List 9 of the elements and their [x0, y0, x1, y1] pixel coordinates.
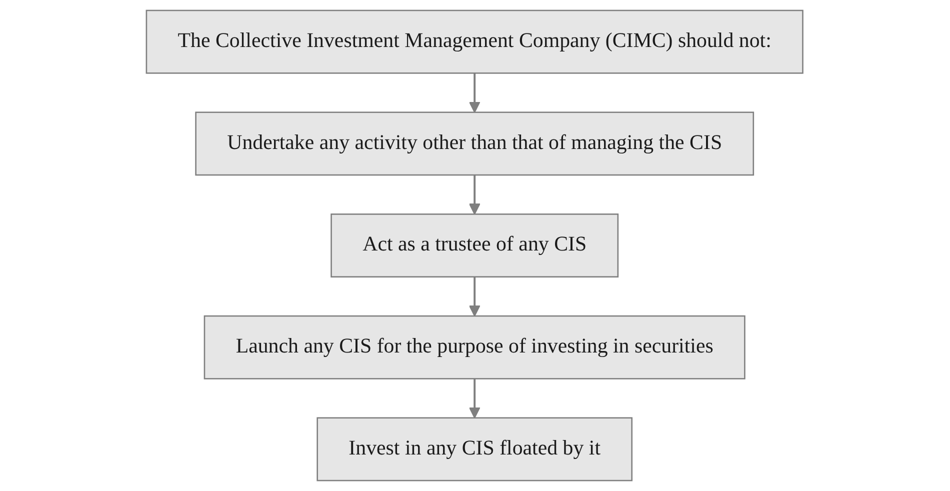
node-box: Act as a trustee of any CIS [331, 214, 619, 278]
node-box: Invest in any CIS floated by it [317, 417, 633, 482]
node-box: Undertake any activity other than that of managing the CIS [196, 112, 754, 176]
arrow [469, 276, 481, 317]
node-box: The Collective Investment Management Company (CIMC) should not: [146, 10, 804, 74]
arrow [469, 174, 481, 215]
node-box: Launch any CIS for the purpose of investing in securities [204, 315, 746, 380]
arrow [469, 378, 481, 418]
arrow [469, 73, 481, 113]
